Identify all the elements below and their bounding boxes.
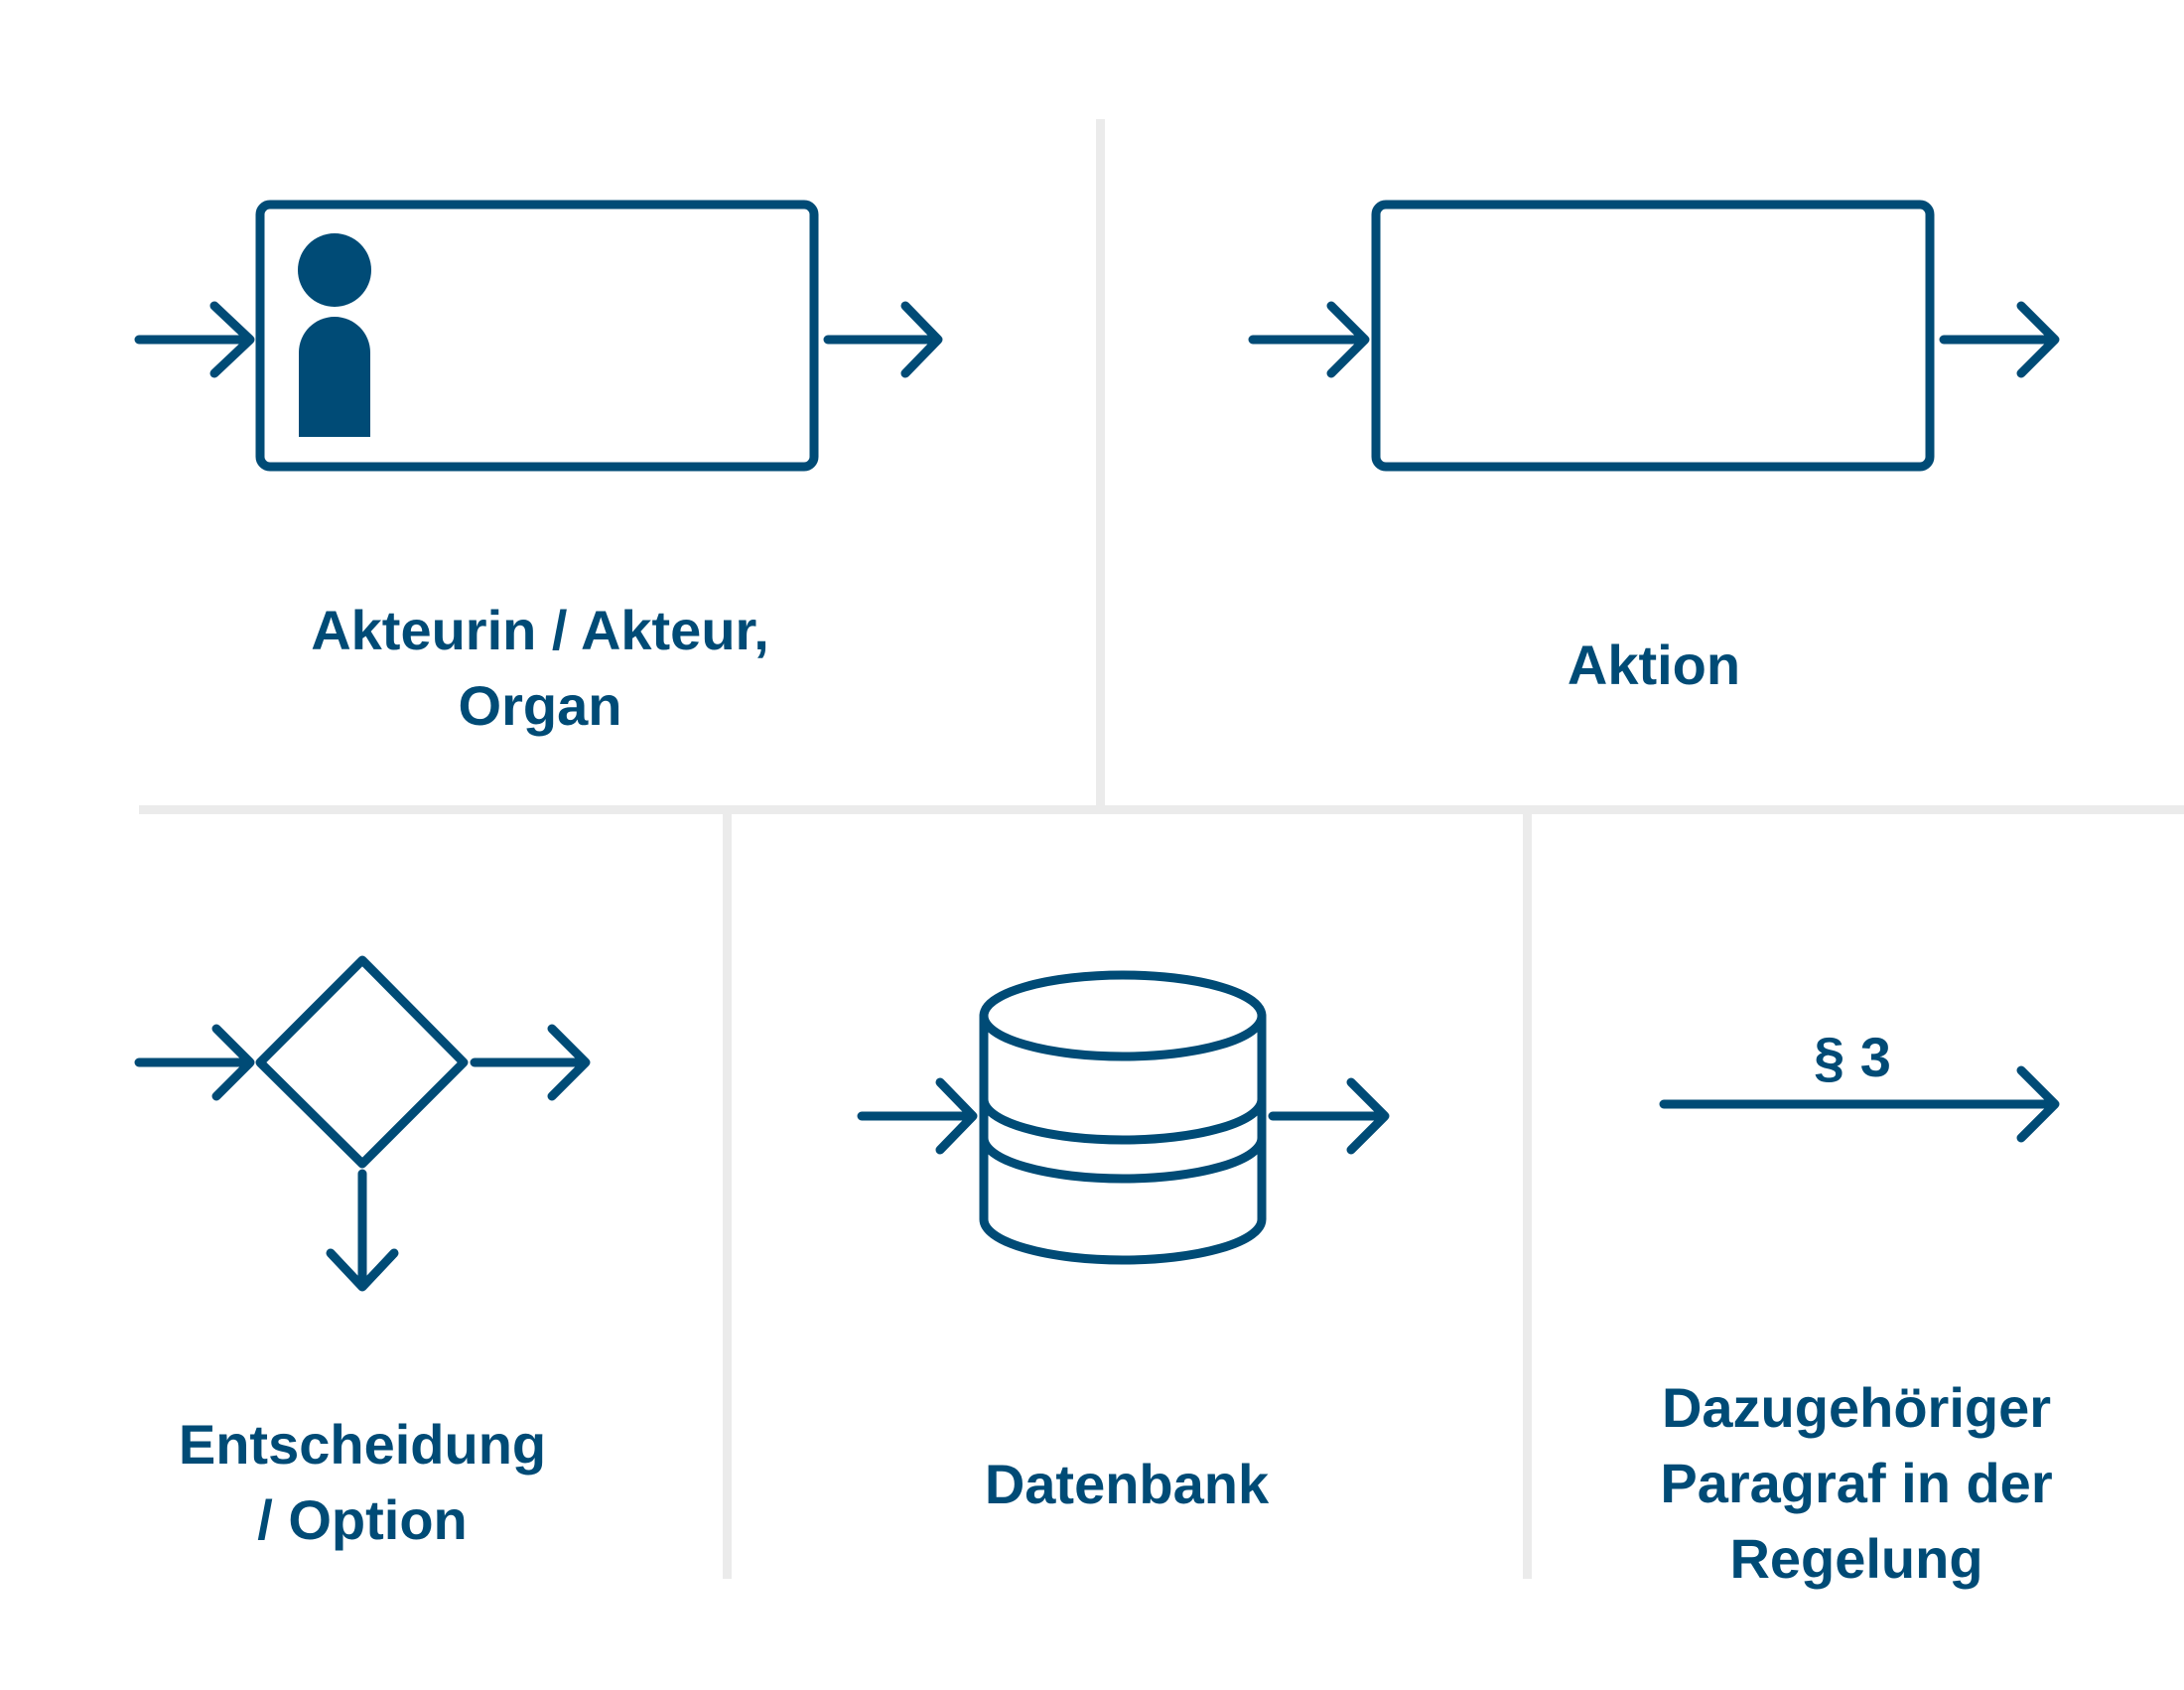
paragraph-label-line2: Paragraf in der: [1660, 1452, 2053, 1514]
outgoing-arrow: [823, 301, 943, 378]
actor-label-line1: Akteurin / Akteur,: [311, 599, 769, 661]
divider-top-vertical: [1096, 119, 1105, 809]
database-label-text: Datenbank: [984, 1453, 1270, 1515]
action-label-text: Aktion: [1567, 634, 1741, 696]
divider-bottom-right: [1523, 810, 1532, 1579]
divider-bottom-left: [723, 810, 732, 1579]
incoming-arrow: [1248, 301, 1370, 378]
decision-label-line1: Entscheidung: [178, 1413, 547, 1476]
decision-diamond: [255, 955, 469, 1169]
actor-box: [255, 200, 819, 472]
actor-label: Akteurin / Akteur, Organ: [139, 593, 941, 744]
outgoing-arrow: [1268, 1077, 1390, 1155]
outgoing-arrow-right: [470, 1024, 591, 1101]
database-icon: [979, 970, 1267, 1265]
outgoing-arrow: [1939, 301, 2060, 378]
divider-horizontal: [139, 805, 2184, 814]
incoming-arrow: [134, 301, 255, 378]
decision-label-line2: / Option: [257, 1488, 468, 1551]
paragraph-label-line3: Regelung: [1729, 1527, 1983, 1590]
decision-label: Entscheidung / Option: [139, 1407, 586, 1558]
person-icon: [298, 233, 371, 437]
actor-label-line2: Organ: [458, 674, 622, 737]
paragraph-label-line1: Dazugehöriger: [1661, 1376, 2052, 1439]
paragraph-arrow: [1659, 1065, 2060, 1143]
database-label: Datenbank: [740, 1447, 1514, 1522]
incoming-arrow: [134, 1024, 255, 1101]
action-label: Aktion: [1251, 628, 2057, 703]
action-box: [1371, 200, 1935, 472]
paragraph-label: Dazugehöriger Paragraf in der Regelung: [1549, 1370, 2164, 1597]
incoming-arrow: [857, 1077, 978, 1155]
outgoing-arrow-down: [326, 1169, 399, 1292]
paragraph-arrow-label: § 3: [1814, 1026, 1891, 1088]
